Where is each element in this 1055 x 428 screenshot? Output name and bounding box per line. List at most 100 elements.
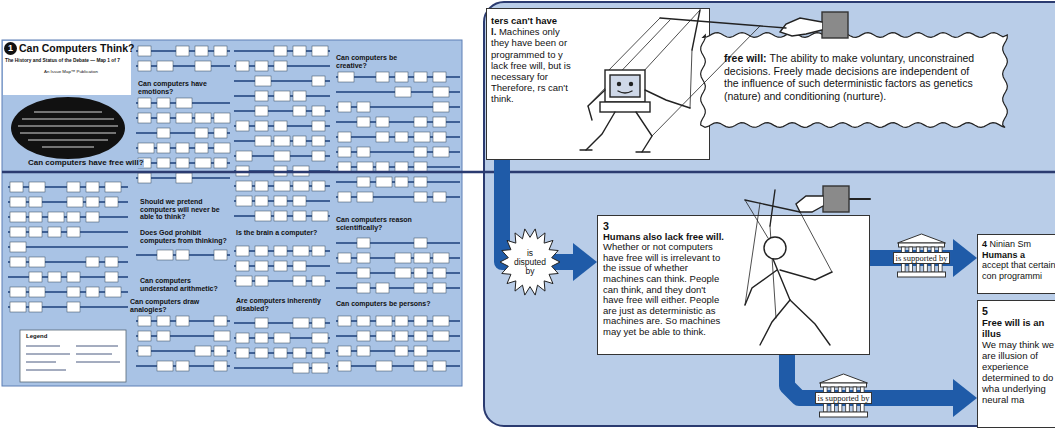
legend-lines [26,354,70,355]
map-wire [234,250,330,251]
pillar-column [846,387,850,412]
computer-eye [630,83,633,86]
map-card [195,128,208,138]
map-card [274,136,290,146]
block-arrow [870,250,953,266]
map-card [274,151,290,161]
map-card [414,72,427,82]
map-card [433,102,449,112]
map-card [293,106,306,116]
publisher-note: An Issue Map™ Publication [44,70,124,75]
map-card [255,196,268,206]
claim-text: accept that certain con programmi [982,260,1055,281]
control-bar [770,190,775,226]
map-card [195,46,208,56]
map-card [157,98,170,108]
map-card [376,72,389,82]
map-card [274,121,287,131]
pillar-roof [820,374,868,383]
map-card [29,182,45,192]
claim-number: 5 [982,306,1055,317]
claim-heading: 4 [982,239,987,249]
map-wire [336,257,460,258]
pillar-beam [899,243,945,247]
map-card [29,197,42,207]
pillar-roof [898,234,946,243]
map-wire [234,367,330,368]
block-arrow [787,355,953,398]
map-card [255,348,268,358]
map-card [376,117,389,127]
map-wire [336,106,460,107]
map-card [433,283,446,293]
claim-text: We may think we are illusion of experien… [982,339,1055,405]
map-card [338,316,351,326]
map-wire [8,186,128,187]
map-card [86,182,99,192]
map-card [29,287,45,297]
pillar-column [824,387,828,412]
map-card [29,212,42,222]
pillar-column [861,387,865,412]
legend-lines [26,346,60,347]
map-card [357,102,370,112]
control-bar [745,200,800,212]
computer-screen [610,75,640,97]
map-card [176,173,192,183]
map-card [312,333,328,343]
map-wire [234,322,330,323]
map-card [236,166,249,176]
map-card [236,151,252,161]
map-card [338,132,351,142]
map-wire [136,132,230,133]
map-card [214,143,230,153]
map-wire [234,337,330,338]
map-card [293,181,309,191]
map-card [395,331,408,341]
cloud-outline [701,33,1008,128]
map-wire [234,125,330,126]
text-column: 4Ninian SmHumans aaccept that certain co… [982,239,1055,285]
map-card [86,197,99,207]
claim-box: ters can't have l.Machines only they hav… [486,8,710,160]
puppet-leg [586,112,615,150]
map-card [357,162,373,172]
intro-oval-lines [18,112,118,147]
map-card [274,211,287,221]
claim-heading: ters can't have l. [491,15,557,37]
puppet-head [764,237,786,259]
map-card [67,182,80,192]
map-card [138,143,154,153]
zoom-panel [484,2,1055,426]
map-card [293,261,306,271]
map-card [157,331,170,341]
puppet-string [607,18,660,72]
map-card [395,72,408,82]
question-heading: Can computers understand arithmetic? [140,277,228,292]
map-card [138,331,151,341]
claim-heading: Free will is an illus [982,317,1055,339]
puppeteer-arm [848,198,870,200]
computer-monitor [605,70,645,102]
map-wire [136,320,230,321]
map-wire [136,162,230,163]
claim-text: Whether or not computers have free will … [603,242,727,337]
map-card [338,253,351,263]
map-card [255,261,268,271]
starburst [500,229,560,295]
human-puppet [745,186,870,345]
text-column: 3Humans also lack free will.Whether or n… [603,221,727,342]
puppet-arm [645,90,690,108]
map-card [433,192,446,202]
map-card [157,361,173,371]
puppet-string [800,212,832,272]
legend-lines [26,370,66,371]
poster-header [3,41,131,95]
map-card [236,196,252,206]
map-card [67,272,80,282]
map-card [274,348,287,358]
claim-heading: free will: [724,52,767,64]
intro-oval-lines [20,133,116,134]
map-wire [336,287,460,288]
